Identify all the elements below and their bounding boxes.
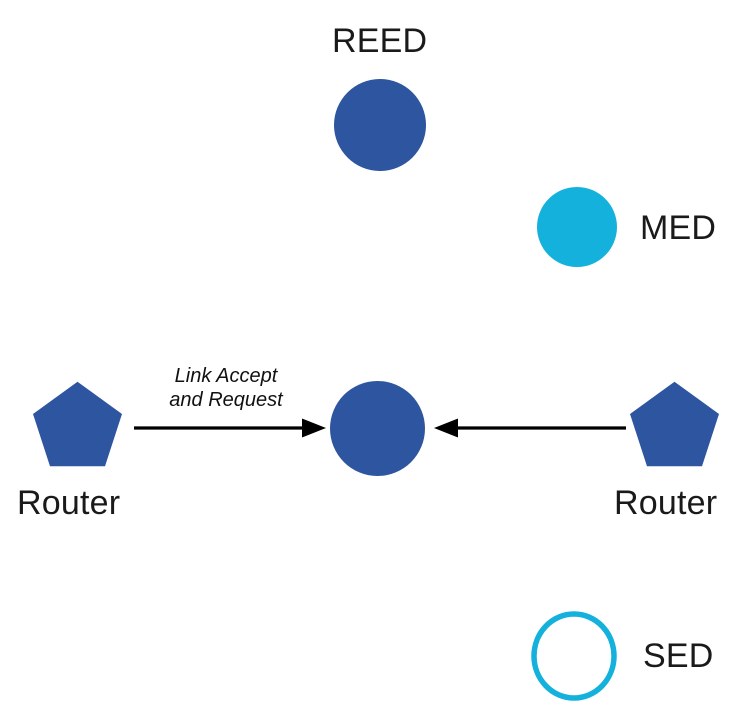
router-right-label: Router	[614, 484, 718, 522]
router-left-node[interactable]	[33, 379, 122, 469]
right-link-arrow[interactable]	[434, 416, 626, 440]
center-router-node[interactable]	[330, 381, 425, 476]
sed-node[interactable]	[531, 611, 617, 701]
left-link-label-line2: and Request	[169, 389, 283, 412]
sed-label: SED	[643, 637, 714, 675]
left-link-arrow[interactable]	[134, 416, 326, 440]
med-label: MED	[640, 209, 717, 247]
left-link-label-line1: Link Accept	[174, 365, 278, 387]
reed-label: REED	[332, 22, 428, 60]
router-right-node[interactable]	[630, 379, 719, 469]
med-node[interactable]	[537, 187, 617, 267]
reed-node[interactable]	[334, 79, 426, 171]
router-left-label: Router	[17, 484, 121, 522]
